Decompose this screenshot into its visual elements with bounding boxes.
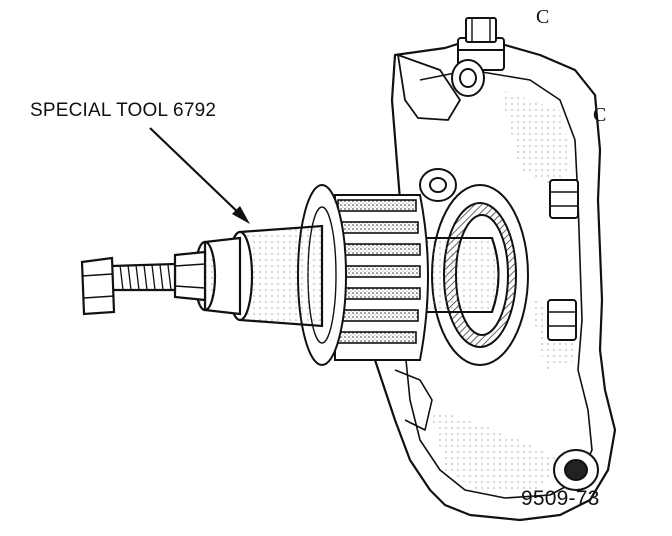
right-bolt-upper (549, 179, 579, 219)
mounting-boss-upper (451, 59, 485, 97)
right-bolt-lower (547, 299, 577, 341)
special-tool-callout-label: SPECIAL TOOL 6792 (30, 100, 217, 121)
crankshaft-stub (419, 237, 500, 313)
figure-number: 9509-73 (521, 487, 600, 510)
callout-leader-arrow (149, 127, 250, 224)
cover-lug (419, 168, 457, 202)
special-tool-body (80, 224, 324, 328)
lower-mounting-boss (553, 449, 599, 491)
mark-top: C (536, 6, 550, 28)
mark-right: C (593, 104, 607, 126)
